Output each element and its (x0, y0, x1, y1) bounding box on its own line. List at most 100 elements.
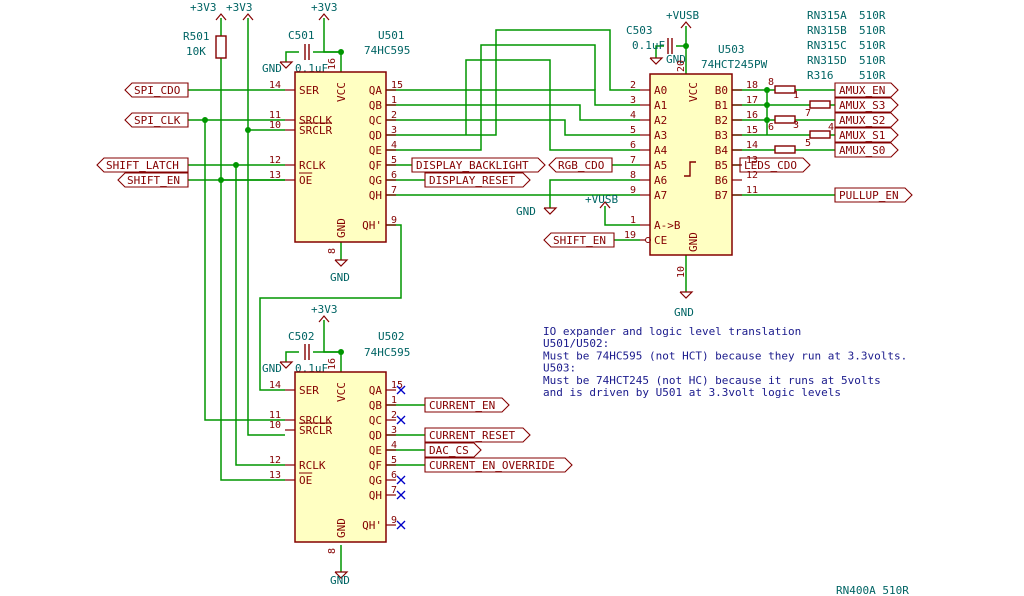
wire-qc (386, 119, 640, 136)
net-label-pullup-en (834, 187, 913, 203)
junction (683, 43, 689, 49)
no-connect-marker (396, 520, 406, 530)
net-label-text: SPI_CDO (134, 84, 180, 97)
svg-text:GND: GND (262, 62, 282, 75)
pin-number: 11 (269, 410, 281, 421)
pin-number: 4 (391, 440, 397, 451)
pin-name: A7 (654, 189, 667, 202)
net-label-text: SPI_CLK (134, 114, 181, 127)
svg-text:+3V3: +3V3 (226, 1, 253, 14)
pin-name: VCC (687, 82, 700, 102)
pin-number: 6 (391, 470, 397, 481)
pin-number: 10 (269, 120, 281, 131)
net-label-text: PULLUP_EN (839, 189, 899, 202)
junction (233, 162, 239, 168)
pin-number: 16 (327, 58, 338, 70)
resistor-ref: RN315A (807, 9, 847, 22)
wire-qa (386, 89, 640, 106)
notes-block: IO expander and logic level translationU… (543, 325, 907, 399)
junctions (202, 43, 770, 355)
passives: R501 10K C501 0.1uF C502 0.1uF C503 0.1u… (183, 24, 673, 375)
net-label-text: CURRENT_EN_OVERRIDE (429, 459, 555, 472)
pin-name: QA (369, 84, 383, 97)
net-label-shift-en-2 (543, 232, 615, 248)
resistor-ref: RN315B (807, 24, 847, 37)
net-label-text: CURRENT_EN (429, 399, 495, 412)
net-label-amux-s2 (834, 112, 899, 128)
power-3v3-symbol: +3V3 (311, 1, 338, 21)
pin-number: 4 (630, 110, 636, 121)
net-label-text: DAC_CS (429, 444, 469, 457)
gnd-symbol: GND (674, 291, 694, 319)
net-label-amux-s3 (834, 97, 899, 113)
pin-name: QC (369, 414, 382, 427)
net-label-rgb-cdo (548, 157, 613, 173)
pin-number: 2 (391, 410, 397, 421)
net-label-text: DISPLAY_RESET (429, 174, 515, 187)
wires (188, 18, 835, 572)
u503-value: 74HCT245PW (701, 58, 768, 71)
wire-c503-gnd (655, 45, 664, 58)
wire-cascade (259, 224, 402, 391)
net-label-shift-latch (96, 157, 189, 173)
pin-number: 1 (391, 395, 397, 406)
svg-text:GND: GND (674, 306, 694, 319)
net-label-text: DISPLAY_BACKLIGHT (416, 159, 529, 172)
pin-name: QF (369, 159, 382, 172)
pin-name: A1 (654, 99, 667, 112)
no-connect-marker (396, 415, 406, 425)
pin-number: 5 (391, 155, 397, 166)
net-label-text: RGB_CDO (558, 159, 604, 172)
svg-text:GND: GND (516, 205, 536, 218)
pin-name: A6 (654, 174, 667, 187)
pin-number: 3 (630, 95, 636, 106)
pin-number: 3 (391, 125, 397, 136)
pin-number: 2 (630, 80, 636, 91)
pin-name: A4 (654, 144, 668, 157)
pin-number: 7 (391, 185, 397, 196)
net-labels: SPI_CDOSPI_CLKSHIFT_LATCHSHIFT_ENRGB_CDO… (96, 82, 913, 473)
net-label-text: AMUX_S2 (839, 114, 885, 127)
pin-number: 2 (391, 110, 397, 121)
svg-text:+3V3: +3V3 (311, 303, 338, 316)
gnd-symbol: GND (262, 361, 294, 375)
power-symbols: +3V3 +3V3 +3V3 +3V3 +VUSB +VUSB GND (190, 1, 699, 587)
u501-ref: U501 (378, 29, 405, 42)
power-3v3-symbol: +3V3 (311, 303, 338, 323)
pin-name: B5 (715, 159, 728, 172)
net-label-text: SHIFT_LATCH (106, 159, 179, 172)
pin-number: 7 (630, 155, 636, 166)
net-label-current-en-override (424, 457, 573, 473)
junction (218, 177, 224, 183)
pin-name: RCLK (299, 159, 326, 172)
pin-number: 10 (676, 266, 687, 278)
svg-text:GND: GND (330, 574, 350, 587)
pin-number: 9 (391, 215, 397, 226)
pin-number: 9 (630, 185, 636, 196)
wire-qe (386, 44, 596, 151)
pin-number: 16 (327, 358, 338, 370)
note-line: Must be 74HC595 (not HCT) because they r… (543, 349, 907, 362)
pin-name: B0 (715, 84, 728, 97)
pin-name: SRCLK (299, 114, 332, 127)
pin-name: QB (369, 99, 383, 112)
pin-name: QF (369, 459, 382, 472)
pin-number: 14 (746, 140, 758, 151)
pin-name: QE (369, 444, 382, 457)
pin-number: 9 (391, 515, 397, 526)
u502-value: 74HC595 (364, 346, 410, 359)
pin-number: 10 (269, 420, 281, 431)
svg-text:C502: C502 (288, 330, 315, 343)
pin-number: 16 (746, 110, 758, 121)
pin-number: 6 (391, 170, 397, 181)
pin-name: B1 (715, 99, 728, 112)
pin-name: A2 (654, 114, 667, 127)
resistor-value: 510R (859, 54, 886, 67)
pin-number: 1 (630, 215, 636, 226)
resistor-ref: RN315D (807, 54, 847, 67)
pin-name: A5 (654, 159, 667, 172)
resistor-value: 510R (859, 9, 886, 22)
ic-u503: U503 74HCT245PW (649, 43, 768, 256)
